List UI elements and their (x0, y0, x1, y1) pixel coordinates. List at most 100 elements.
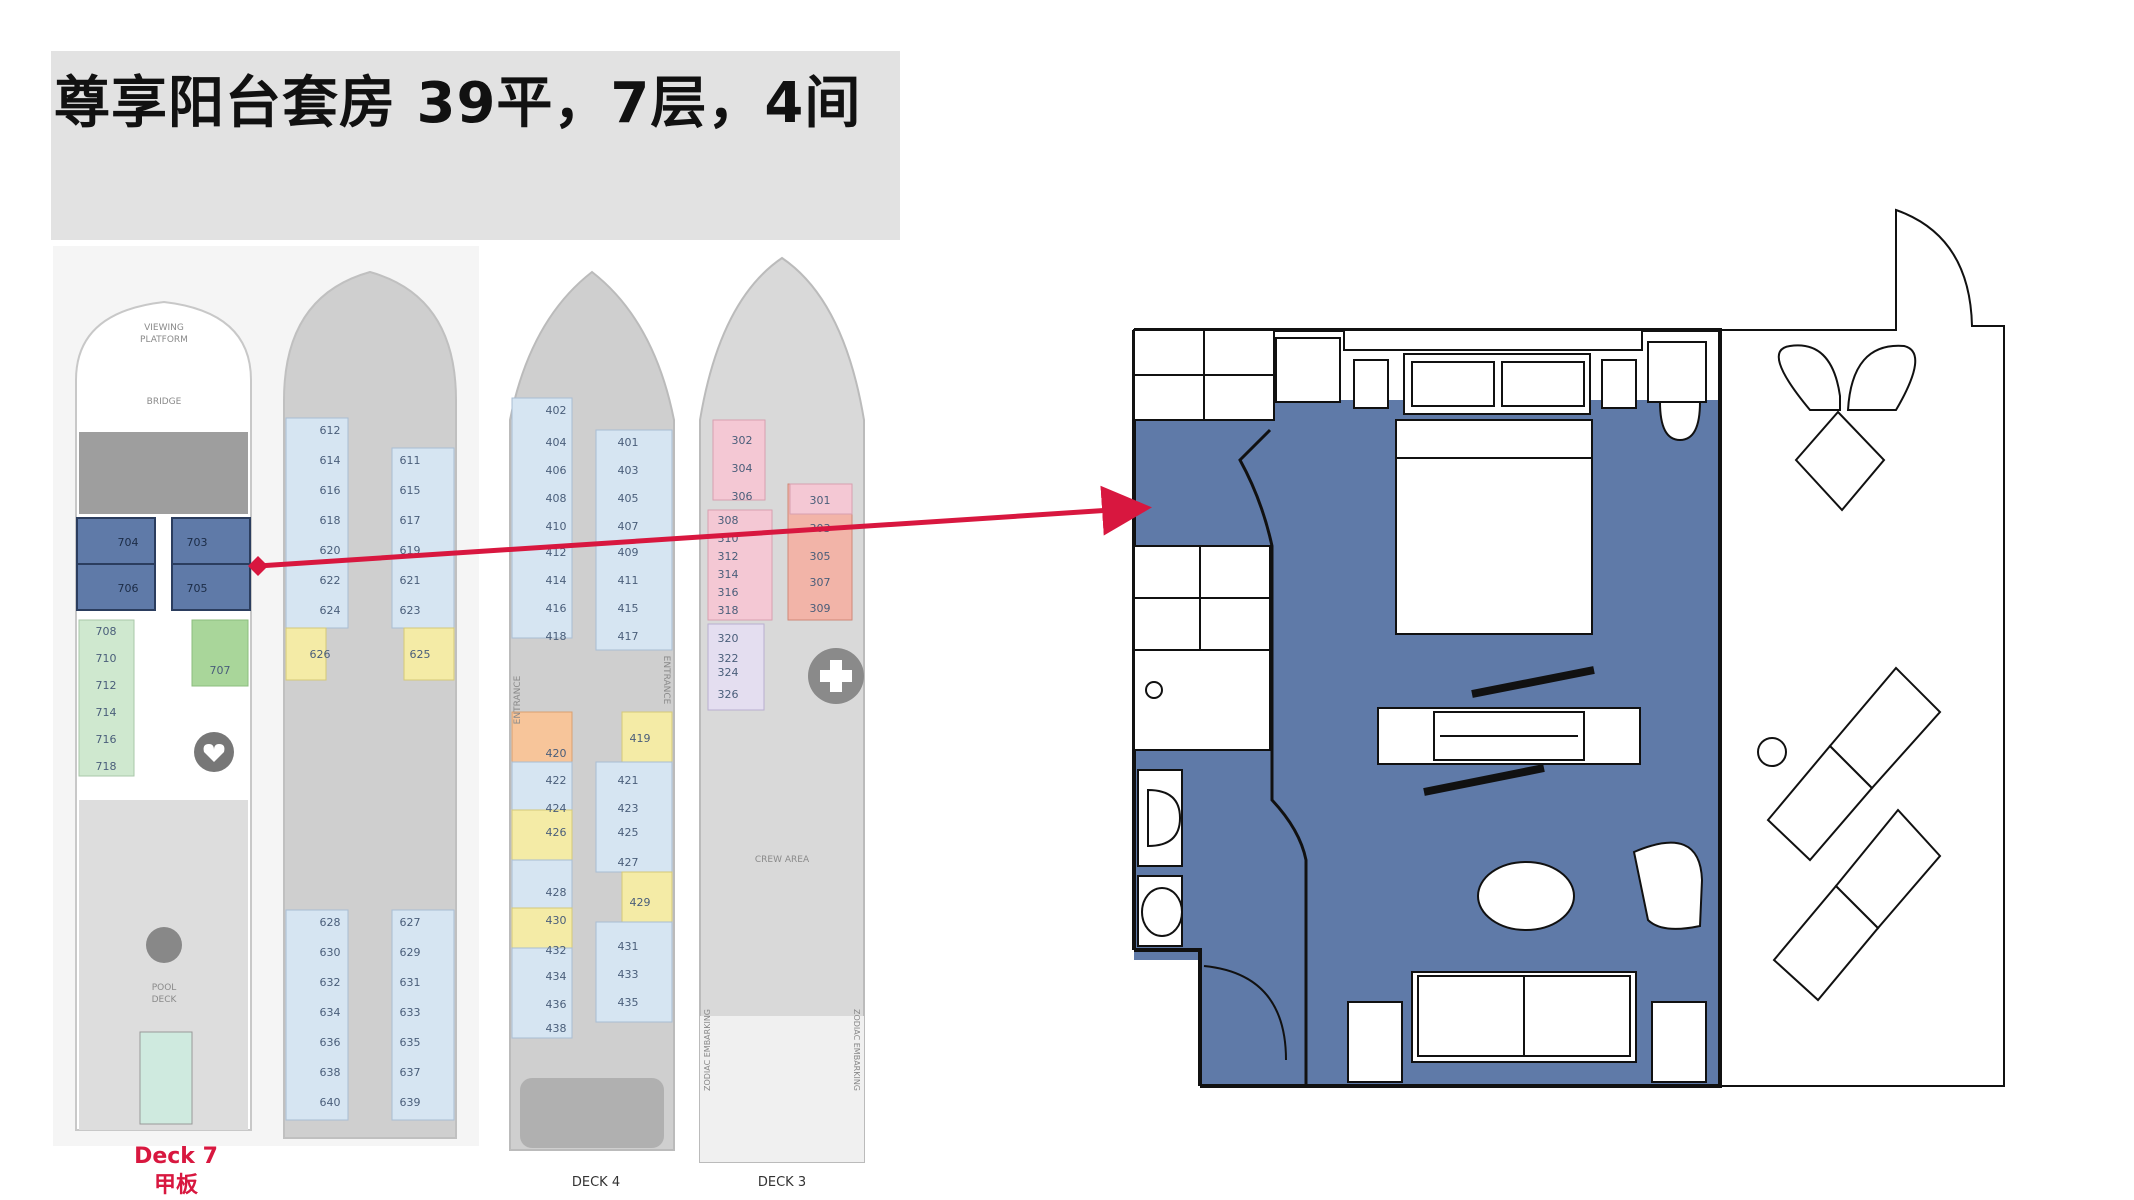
viewing-label-1: VIEWING (144, 323, 184, 333)
cabin-318: 318 (718, 604, 739, 617)
cabin-422: 422 (546, 774, 567, 787)
deck-4-label: DECK 4 (572, 1175, 620, 1190)
cabin-707: 707 (210, 664, 231, 677)
cabin-405: 405 (618, 492, 639, 505)
cabin-637: 637 (400, 1066, 421, 1079)
cabin-416: 416 (546, 602, 567, 615)
cabin-320: 320 (718, 632, 739, 645)
deck-6-cabins[interactable] (285, 417, 455, 1121)
cabin-428: 428 (546, 886, 567, 899)
cabin-433: 433 (618, 968, 639, 981)
cabin-634: 634 (320, 1006, 341, 1019)
cabin-419: 419 (630, 732, 651, 745)
cabin-615: 615 (400, 484, 421, 497)
cabin-312: 312 (718, 550, 739, 563)
cabin-633: 633 (400, 1006, 421, 1019)
cabin-718: 718 (96, 760, 117, 773)
suite-703: 703 (187, 536, 208, 549)
cabin-414: 414 (546, 574, 567, 587)
cabin-418: 418 (546, 630, 567, 643)
cabin-308: 308 (718, 514, 739, 527)
cabin-710: 710 (96, 652, 117, 665)
cabin-712: 712 (96, 679, 117, 692)
zodiac-right-label: ZODIAC EMBARKING (852, 1009, 861, 1091)
title-banner (51, 51, 900, 240)
cabin-410: 410 (546, 520, 567, 533)
cabin-429: 429 (630, 896, 651, 909)
pool-label-2: DECK (152, 995, 178, 1005)
cabin-417: 417 (618, 630, 639, 643)
cabin-631: 631 (400, 976, 421, 989)
cabin-326: 326 (718, 688, 739, 701)
medical-cross (820, 660, 852, 692)
cabin-611: 611 (400, 454, 421, 467)
cabin-635: 635 (400, 1036, 421, 1049)
deck-7-cabins[interactable]: 708 710 712 714 716 718 707 (78, 619, 249, 777)
deck-4-cabins[interactable] (511, 397, 673, 1039)
suite-floor-plan (1132, 208, 2005, 1088)
cabin-438: 438 (546, 1022, 567, 1035)
cabin-324: 324 (718, 666, 739, 679)
cabin-639: 639 (400, 1096, 421, 1109)
cabin-612: 612 (320, 424, 341, 437)
cabin-435: 435 (618, 996, 639, 1009)
bed (1395, 419, 1593, 635)
crew-area-label: CREW AREA (755, 855, 810, 865)
zodiac-area (700, 1016, 864, 1162)
cabin-404: 404 (546, 436, 567, 449)
deck-3-cabins[interactable] (707, 419, 853, 711)
cabin-425: 425 (618, 826, 639, 839)
cabin-309: 309 (810, 602, 831, 615)
cabin-621: 621 (400, 574, 421, 587)
cabin-406: 406 (546, 464, 567, 477)
cabin-426: 426 (546, 826, 567, 839)
entrance-right-label: ENTRANCE (661, 656, 671, 705)
deck-3-label: DECK 3 (758, 1175, 806, 1190)
cabin-622: 622 (320, 574, 341, 587)
suite-704: 704 (118, 536, 139, 549)
cabin-625: 625 (410, 648, 431, 661)
cabin-427: 427 (618, 856, 639, 869)
deck-7-label: Deck 7 (134, 1144, 218, 1169)
tender-boats (520, 1078, 664, 1148)
cabin-714: 714 (96, 706, 117, 719)
cabin-638: 638 (320, 1066, 341, 1079)
deck-7-suites[interactable]: 704 703 706 705 (76, 517, 251, 611)
cabin-716: 716 (96, 733, 117, 746)
deck-3-plan: CREW AREA ZODIAC EMBARKING ZODIAC EMBARK… (699, 256, 865, 1190)
cabin-306: 306 (732, 490, 753, 503)
cabin-304: 304 (732, 462, 753, 475)
cabin-409: 409 (618, 546, 639, 559)
cabin-423: 423 (618, 802, 639, 815)
suite-705: 705 (187, 582, 208, 595)
cabin-628: 628 (320, 916, 341, 929)
bridge-label: BRIDGE (147, 397, 182, 407)
cabin-623: 623 (400, 604, 421, 617)
cabin-302: 302 (732, 434, 753, 447)
deck-7-label-cn: 甲板 (154, 1173, 199, 1198)
heart-icon-shape (203, 744, 225, 762)
cabin-617: 617 (400, 514, 421, 527)
cabin-402: 402 (546, 404, 567, 417)
cabin-401: 401 (618, 436, 639, 449)
cabin-708: 708 (96, 625, 117, 638)
cocktail-icon (146, 927, 182, 963)
cabin-301: 301 (810, 494, 831, 507)
cabin-305: 305 (810, 550, 831, 563)
cabin-307: 307 (810, 576, 831, 589)
connector-arrow (248, 485, 1152, 576)
cabin-420: 420 (546, 747, 567, 760)
cabin-614: 614 (320, 454, 341, 467)
cabin-431: 431 (618, 940, 639, 953)
cabin-322: 322 (718, 652, 739, 665)
suite-706: 706 (118, 582, 139, 595)
cabin-407: 407 (618, 520, 639, 533)
cabin-436: 436 (546, 998, 567, 1011)
cabin-408: 408 (546, 492, 567, 505)
cabin-618: 618 (320, 514, 341, 527)
cabin-624: 624 (320, 604, 341, 617)
cabin-629: 629 (400, 946, 421, 959)
cabin-411: 411 (618, 574, 639, 587)
pool-label-1: POOL (152, 983, 177, 993)
